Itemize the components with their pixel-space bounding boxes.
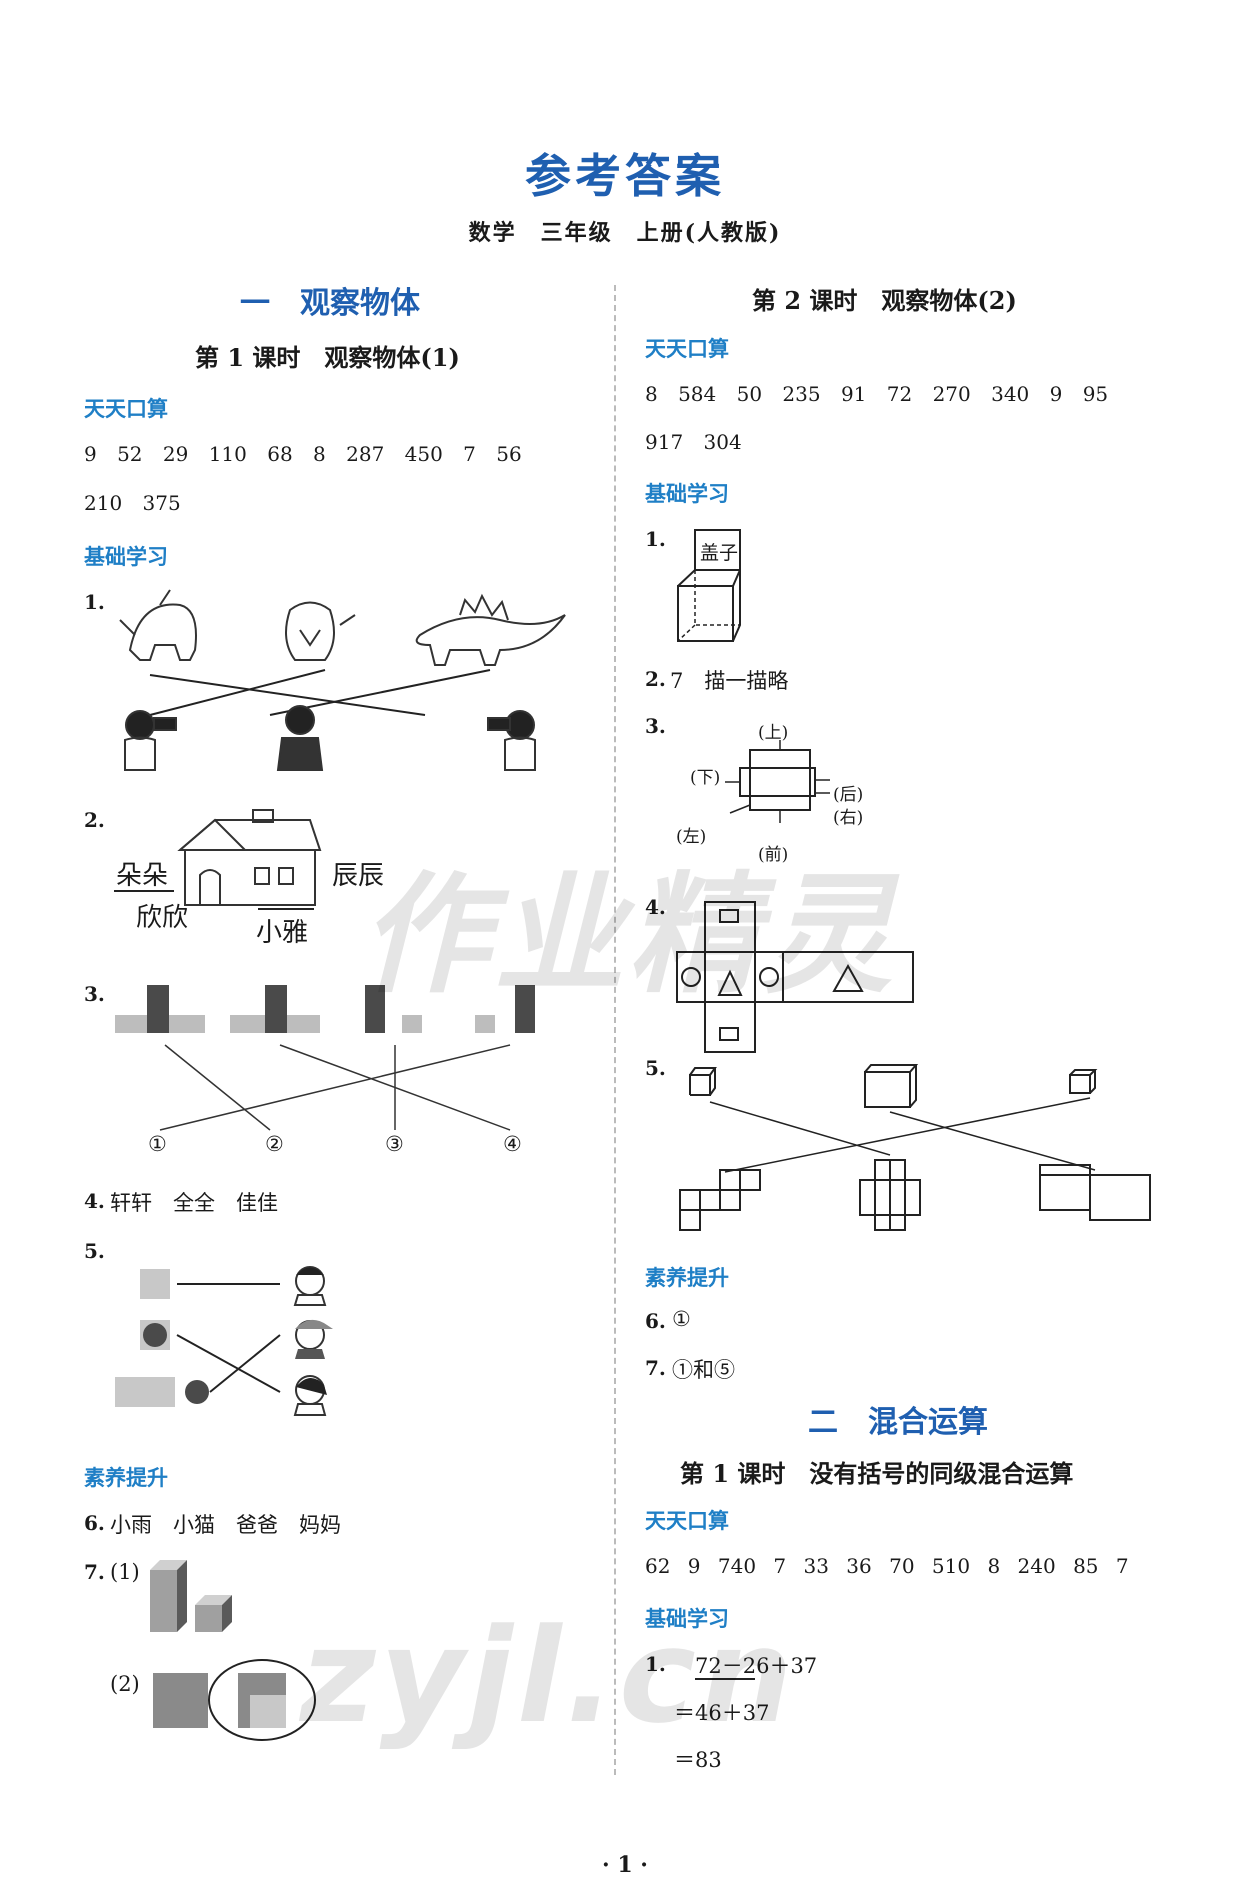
q2-underline-duoduo	[114, 890, 174, 892]
q2-house-figure	[177, 809, 322, 906]
section-basic-learning: 基础学习	[84, 545, 168, 569]
r-question-number-4: 4.	[645, 895, 666, 919]
q3-blocks-figure	[115, 985, 535, 1131]
q3-label-1: ①	[148, 1132, 167, 1156]
r-q3-label-front: (前)	[758, 845, 789, 865]
r-q4-net-figure	[676, 901, 914, 1053]
q3-label-3: ③	[385, 1132, 404, 1156]
r-q3-label-back: (后)	[833, 785, 864, 805]
q3-match-line	[164, 1044, 271, 1131]
q4-answer: 轩轩 全全 佳佳	[110, 1191, 278, 1215]
column-divider	[614, 285, 616, 1775]
r-q5-match-line	[724, 1097, 1091, 1173]
lesson-title-1: 第 1 课时 观察物体(1)	[195, 343, 460, 372]
r-question-number-3: 3.	[645, 714, 666, 738]
lesson-title-3: 第 1 课时 没有括号的同级混合运算	[680, 1459, 1074, 1488]
question-number-2: 2.	[84, 808, 105, 832]
q2-name-chenchen: 辰辰	[332, 861, 385, 891]
section-mental-math: 天天口算	[84, 397, 168, 421]
question-number-5: 5.	[84, 1239, 105, 1263]
q5-match-line	[209, 1334, 281, 1393]
child-girl-figure	[293, 1375, 327, 1416]
r-question-number-2: 2.	[645, 667, 666, 691]
r-q3-label-down: (下)	[690, 768, 721, 788]
section-mental-math-3: 天天口算	[645, 1509, 729, 1533]
mental-answers-2-row2: 917 304	[645, 430, 742, 454]
child-back-figure	[276, 705, 324, 771]
page-title: 参考答案	[525, 149, 725, 203]
watermark-url: zyjl.cn	[300, 1600, 797, 1752]
q5-match-line	[176, 1334, 281, 1393]
r-q5-match-line	[889, 1111, 1096, 1171]
question-number-6: 6.	[84, 1511, 105, 1535]
section-basic-learning-2: 基础学习	[645, 482, 729, 506]
page-subtitle: 数学 三年级 上册(人教版)	[468, 220, 782, 246]
calc-step-3: ＝83	[674, 1748, 722, 1772]
question-number-7: 7.	[84, 1560, 105, 1584]
q3-match-line	[159, 1044, 511, 1131]
r-q7-answer: ①和⑤	[672, 1358, 735, 1382]
r-q3-box-figure	[725, 740, 830, 823]
r-q3-label-left: (左)	[676, 827, 707, 847]
mental-answers-2-row1: 8 584 50 235 91 72 270 340 9 95	[645, 382, 1109, 406]
r-question-number-6: 6.	[645, 1309, 666, 1333]
r-q3-label-up: (上)	[758, 723, 789, 743]
chapter-title: 一 观察物体	[240, 286, 420, 321]
q7-cubes-figure	[150, 1560, 232, 1632]
child-cap-figure	[295, 1319, 333, 1359]
page-number: · 1 ·	[602, 1852, 648, 1878]
q3-label-2: ②	[265, 1132, 284, 1156]
q7-views-figure	[153, 1659, 316, 1741]
animal-stegosaurus-figure	[415, 593, 566, 666]
calc-step-1: 72－26＋37	[695, 1654, 818, 1678]
question-number-4: 4.	[84, 1189, 105, 1213]
r-q6-answer: ①	[672, 1307, 691, 1331]
calc-underline	[695, 1678, 755, 1680]
q2-name-xiaoya: 小雅	[256, 918, 309, 948]
chapter-title-2: 二 混合运算	[808, 1405, 988, 1440]
r-q5-matching-figure	[679, 1064, 1151, 1231]
question-number-3: 3.	[84, 982, 105, 1006]
q2-underline-xiaoya	[258, 908, 314, 910]
watermark-zuoye: 作业精灵	[360, 859, 897, 1011]
child-camera-right-figure	[487, 710, 536, 771]
section-basic-learning-3: 基础学习	[645, 1607, 729, 1631]
q1-match-line	[149, 669, 326, 716]
r-question-number-1: 1.	[645, 527, 666, 551]
r-q3-label-right: (右)	[833, 808, 864, 828]
q1-match-line	[149, 674, 426, 716]
animal-rhino-front-figure	[285, 601, 356, 661]
child-boy-figure	[293, 1266, 327, 1306]
section-improvement-2: 素养提升	[645, 1266, 729, 1290]
section-mental-math-2: 天天口算	[645, 337, 729, 361]
r-q5-match-line	[709, 1101, 891, 1156]
mental-answers-row1: 9 52 29 110 68 8 287 450 7 56	[84, 442, 522, 466]
question-number-1: 1.	[84, 590, 105, 614]
q6-answer: 小雨 小猫 爸爸 妈妈	[110, 1513, 341, 1537]
q2-name-duoduo: 朵朵	[116, 861, 169, 891]
r-q1-lid-label: 盖子	[700, 542, 739, 564]
r-question-number-5: 5.	[645, 1056, 666, 1080]
r-q1-box-figure	[677, 529, 741, 642]
q7-part-1: (1)	[110, 1560, 140, 1584]
mental-answers-row2: 210 375	[84, 491, 181, 515]
lesson-title-2: 第 2 课时 观察物体(2)	[752, 286, 1017, 315]
q7-answer-circle	[208, 1659, 316, 1741]
q3-label-4: ④	[503, 1132, 522, 1156]
q1-matching-figure	[119, 589, 566, 771]
q2-name-xinxin: 欣欣	[136, 903, 189, 933]
q5-shapes-figure	[115, 1266, 333, 1416]
animal-rhino-figure	[119, 589, 197, 661]
section-improvement: 素养提升	[84, 1466, 168, 1490]
r-question-number-7: 7.	[645, 1356, 666, 1380]
r-question-number-1b: 1.	[645, 1652, 666, 1676]
calc-step-2: ＝46＋37	[674, 1701, 770, 1725]
q7-part-2: (2)	[110, 1672, 140, 1696]
r-q2-answer: 7 描一描略	[670, 669, 789, 693]
child-camera-left-figure	[124, 710, 177, 771]
mental-answers-3: 62 9 740 7 33 36 70 510 8 240 85 7	[645, 1554, 1129, 1578]
